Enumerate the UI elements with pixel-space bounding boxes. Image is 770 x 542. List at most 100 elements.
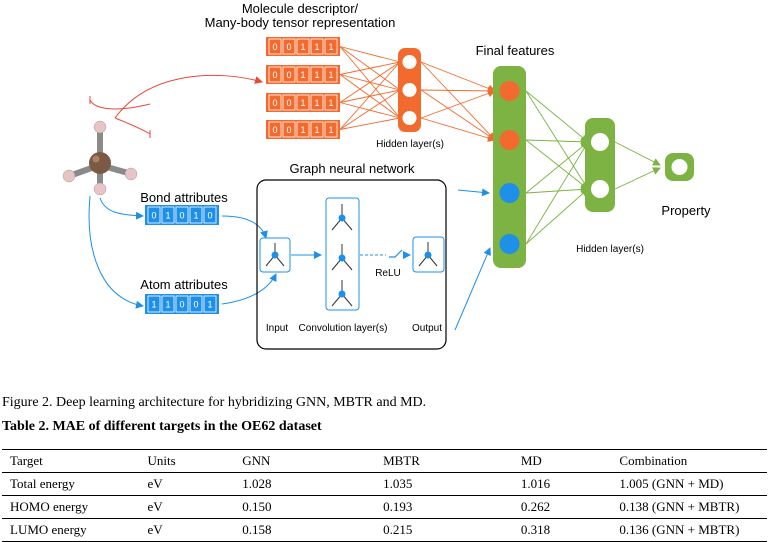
connection-line [339, 89, 401, 130]
cell-target: HOMO energy [10, 499, 89, 514]
cell-mbtr: 0.215 [383, 522, 413, 537]
property-label: Property [661, 203, 711, 218]
property-node-core [671, 159, 688, 175]
cell-gnn: 1.028 [242, 476, 272, 491]
relu-symbol [389, 249, 403, 258]
bond-attributes-label: Bond attributes [140, 190, 228, 205]
hidden-right-node [591, 133, 609, 151]
cell-target: Total energy [10, 476, 75, 491]
descriptor-title-line1: Molecule descriptor/ [242, 1, 359, 16]
gnn-to-final-arrow [457, 188, 490, 197]
hidden-layer-right-label: Hidden layer(s) [576, 244, 644, 255]
bit-value: 0 [179, 300, 184, 310]
hidden-to-property-connection [614, 141, 661, 166]
cell-target: LUMO energy [10, 522, 87, 537]
final-node-orange [499, 130, 520, 150]
bit-value: 1 [151, 300, 156, 310]
connection-line [339, 46, 401, 63]
output-label: Output [412, 323, 442, 334]
bit-value: 0 [179, 211, 184, 221]
connection-line [420, 61, 496, 93]
cell-mbtr: 1.035 [383, 476, 413, 491]
bit-value: 0 [286, 98, 291, 108]
cell-mbtr: 0.193 [383, 499, 413, 514]
hidden-to-property-connection [614, 167, 661, 190]
bit-value: 1 [328, 42, 333, 52]
table-row: HOMO energy eV 0.150 0.193 0.262 0.138 (… [2, 496, 767, 519]
descriptor-title-line2: Many-body tensor representation [205, 15, 396, 30]
input-label: Input [266, 323, 288, 334]
connection-line [339, 61, 401, 103]
connection-line [420, 86, 496, 95]
hidden-to-final-connections [420, 61, 496, 142]
molecule-to-bond-arrow [99, 197, 144, 220]
header-mbtr: MBTR [383, 453, 420, 468]
connection-line [525, 137, 589, 146]
connection-line [525, 90, 589, 143]
bit-value: 0 [286, 42, 291, 52]
table-row: Total energy eV 1.028 1.035 1.016 1.005 … [2, 473, 767, 496]
final-node-blue [499, 183, 520, 203]
bit-value: 1 [314, 42, 319, 52]
table-title: Table 2. MAE of different targets in the… [2, 419, 322, 434]
gnn-to-final-arrow [454, 247, 491, 331]
molecule-icon [62, 120, 138, 196]
atom-attributes-label: Atom attributes [140, 277, 228, 292]
molecule-to-descriptor-arrow [89, 99, 151, 110]
cell-md: 0.262 [520, 499, 551, 514]
connection-line [420, 89, 496, 141]
final-features-layer [493, 66, 526, 268]
descriptor-to-hidden-connections [339, 46, 401, 130]
cell-combination: 1.005 (GNN + MD) [619, 476, 724, 491]
bit-value: 1 [314, 125, 319, 135]
hidden-node [402, 111, 417, 125]
bit-value: 1 [165, 300, 170, 310]
bit-value: 0 [286, 70, 291, 80]
output-unit [412, 236, 445, 273]
bit-value: 1 [300, 42, 305, 52]
molecule-to-descriptor-arrow [114, 117, 151, 135]
relu-label: ReLU [375, 268, 401, 279]
cell-gnn: 0.158 [242, 522, 272, 537]
connection-line [525, 185, 589, 194]
final-node-blue [499, 234, 520, 254]
bit-value: 1 [300, 125, 305, 135]
convolution-label: Convolution layer(s) [299, 323, 388, 334]
header-md: MD [520, 453, 542, 468]
connection-line [420, 61, 496, 141]
cell-combination: 0.136 (GNN + MBTR) [619, 522, 740, 537]
bit-value: 1 [328, 98, 333, 108]
input-unit [259, 237, 291, 273]
bit-value: 0 [272, 125, 277, 135]
gnn-title: Graph neural network [289, 161, 415, 176]
bit-value: 1 [193, 211, 198, 221]
mae-table: Target Units GNN MBTR MD Combination Tot… [2, 449, 767, 542]
connection-line [339, 61, 401, 130]
bit-value: 1 [328, 125, 333, 135]
header-units: Units [147, 453, 176, 468]
cell-md: 0.318 [520, 522, 551, 537]
bit-value: 1 [314, 70, 319, 80]
bit-value: 0 [272, 98, 277, 108]
molecule-to-atom-arrow [88, 195, 144, 309]
connection-line [525, 139, 589, 190]
bit-value: 0 [272, 70, 277, 80]
cell-gnn: 0.150 [242, 499, 272, 514]
cell-combination: 0.138 (GNN + MBTR) [619, 499, 740, 514]
hidden-layer-top-label: Hidden layer(s) [376, 139, 444, 150]
bit-value: 0 [151, 211, 156, 221]
connection-line [420, 117, 496, 142]
bit-value: 1 [300, 98, 305, 108]
bond-to-input-arrow [221, 215, 268, 239]
hidden-node [402, 55, 417, 69]
bit-value: 0 [272, 42, 277, 52]
final-to-hidden-connections [525, 90, 589, 245]
connection-line [525, 188, 589, 245]
header-target: Target [10, 453, 43, 468]
cell-units: eV [147, 522, 163, 537]
connection-line [339, 117, 401, 130]
